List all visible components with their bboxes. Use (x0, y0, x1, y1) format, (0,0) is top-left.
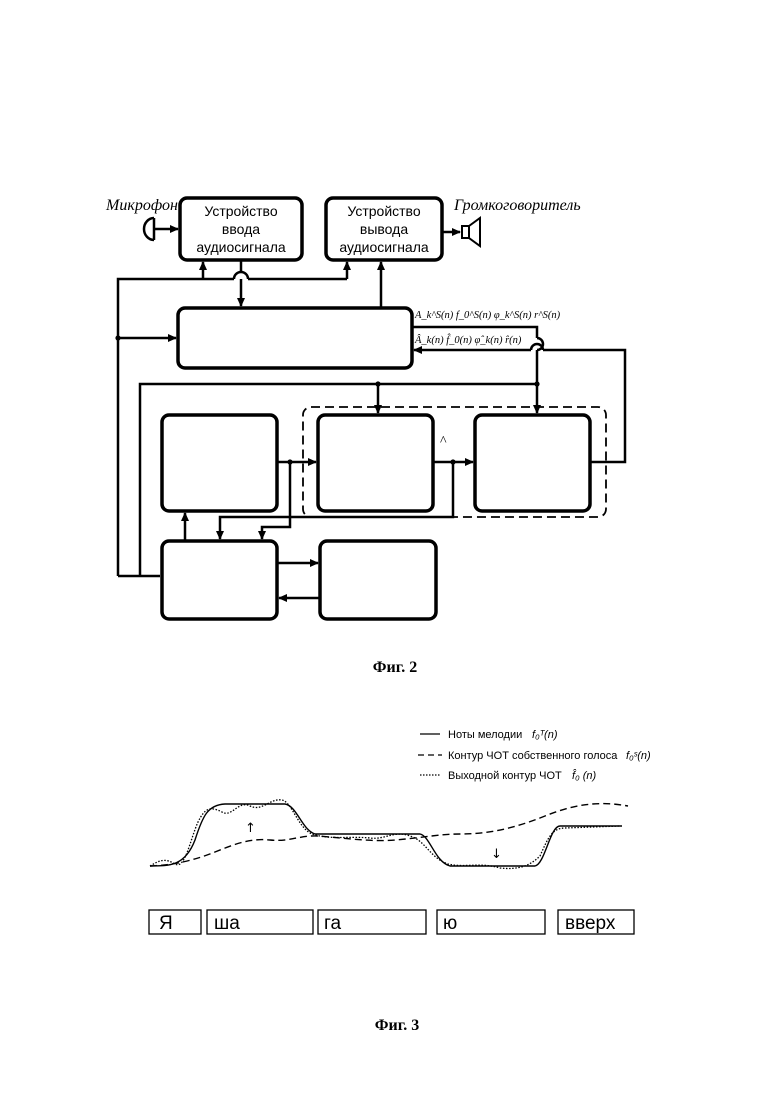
fig2-caption: Фиг. 2 (373, 659, 417, 676)
output-device-line2: вывода (360, 221, 408, 237)
speaker-icon (462, 218, 480, 246)
legend-melody-notes: Ноты мелодии (448, 729, 522, 741)
syllable-3: га (324, 913, 342, 934)
block-left-top (162, 415, 277, 511)
input-device-line1: Устройство (204, 203, 277, 219)
legend-own-voice: Контур ЧОТ собственного голоса (448, 750, 618, 762)
syllable-2: ша (214, 913, 240, 934)
block-middle (318, 415, 433, 511)
legend-output-symbol: f̂₀ (n) (572, 768, 597, 782)
block-bottom-right (320, 541, 436, 619)
input-device-line3: аудиосигнала (196, 239, 286, 255)
hat-symbol: ^ (440, 434, 447, 449)
syllable-5: вверх (565, 913, 616, 934)
own-voice-curve (150, 804, 628, 866)
fig3-caption: Фиг. 3 (375, 1017, 419, 1034)
speaker-label: Громкоговоритель (453, 197, 581, 214)
legend-output-contour: Выходной контур ЧОТ (448, 770, 562, 782)
legend: Ноты мелодии f₀ᵀ(n) Контур ЧОТ собственн… (418, 729, 651, 782)
block-left-bottom (162, 541, 277, 619)
microphone-label: Микрофон (105, 197, 178, 214)
up-arrow: ↑ (245, 821, 256, 836)
main-processing-box (178, 308, 412, 368)
microphone-icon (144, 218, 178, 240)
analysis-params-label: A_k^S(n) f_0^S(n) φ_k^S(n) r^S(n) (414, 310, 561, 321)
input-device-line2: ввода (222, 221, 260, 237)
block-diagram: Микрофон Устройство ввода аудиосигнала У… (105, 197, 625, 676)
synthesis-params-label: Â_k(n) f̂_0(n) φ̂_k(n) r̂(n) (414, 333, 522, 346)
pitch-contour-figure: Ноты мелодии f₀ᵀ(n) Контур ЧОТ собственн… (149, 729, 651, 1034)
output-device-line1: Устройство (347, 203, 420, 219)
output-device-line3: аудиосигнала (339, 239, 429, 255)
syllable-1: Я (159, 913, 173, 934)
syllable-4: ю (443, 913, 457, 934)
legend-melody-symbol: f₀ᵀ(n) (532, 729, 558, 741)
block-right (475, 415, 590, 511)
syllable-box-1 (149, 910, 201, 934)
down-arrow: ↓ (491, 847, 502, 862)
legend-own-voice-symbol: f₀ˢ(n) (626, 750, 651, 762)
